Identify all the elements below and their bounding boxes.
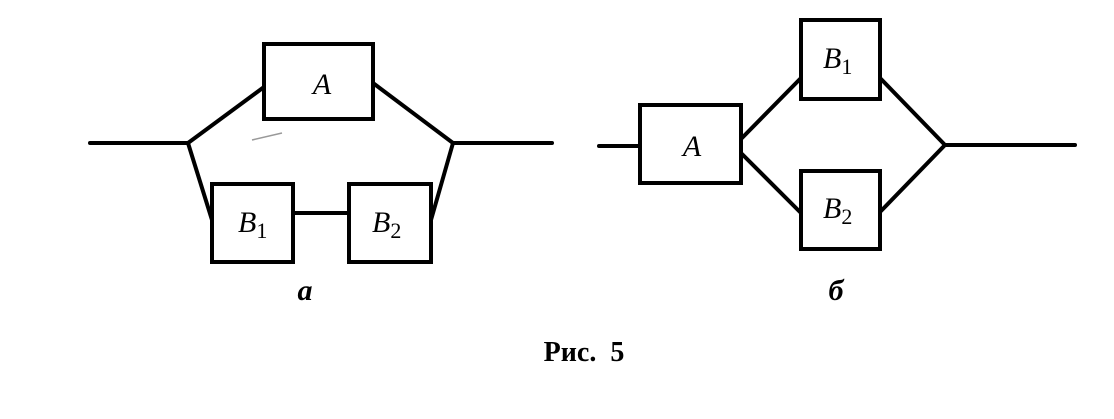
- b-block-b1-label: B1: [823, 42, 852, 79]
- diagram-a-label: а: [298, 274, 313, 307]
- b-wire-to-block-b1: [739, 76, 803, 141]
- b-block-a: [638, 103, 743, 185]
- diagram-b: A B1 B2 б: [597, 18, 1077, 307]
- figure-caption: Рис. 5: [544, 337, 625, 368]
- diagram-b-label: б: [829, 274, 845, 307]
- a-wire-to-block-b1: [186, 141, 214, 222]
- b-wire-from-block-b2: [878, 143, 947, 214]
- b-block-b1: [799, 18, 882, 101]
- a-block-b1: [210, 182, 295, 264]
- a-block-a-label: A: [311, 68, 332, 101]
- a-block-b2: [347, 182, 433, 264]
- b-block-b2: [799, 169, 882, 251]
- b-block-a-label: A: [681, 130, 702, 163]
- a-wire-from-block-b2: [429, 141, 455, 222]
- a-block-a: [262, 42, 375, 121]
- a-wire-to-block-a: [186, 85, 266, 145]
- a-faint-mark: [251, 132, 283, 141]
- b-block-b2-label: B2: [823, 192, 852, 229]
- a-block-b2-label: B2: [372, 206, 401, 243]
- b-wire-from-block-b1: [878, 76, 947, 147]
- b-wire-to-block-b2: [739, 151, 803, 215]
- a-wire-from-block-a: [371, 81, 455, 145]
- diagram-a: A B1 B2 а: [88, 42, 554, 307]
- a-block-b1-label: B1: [238, 206, 267, 243]
